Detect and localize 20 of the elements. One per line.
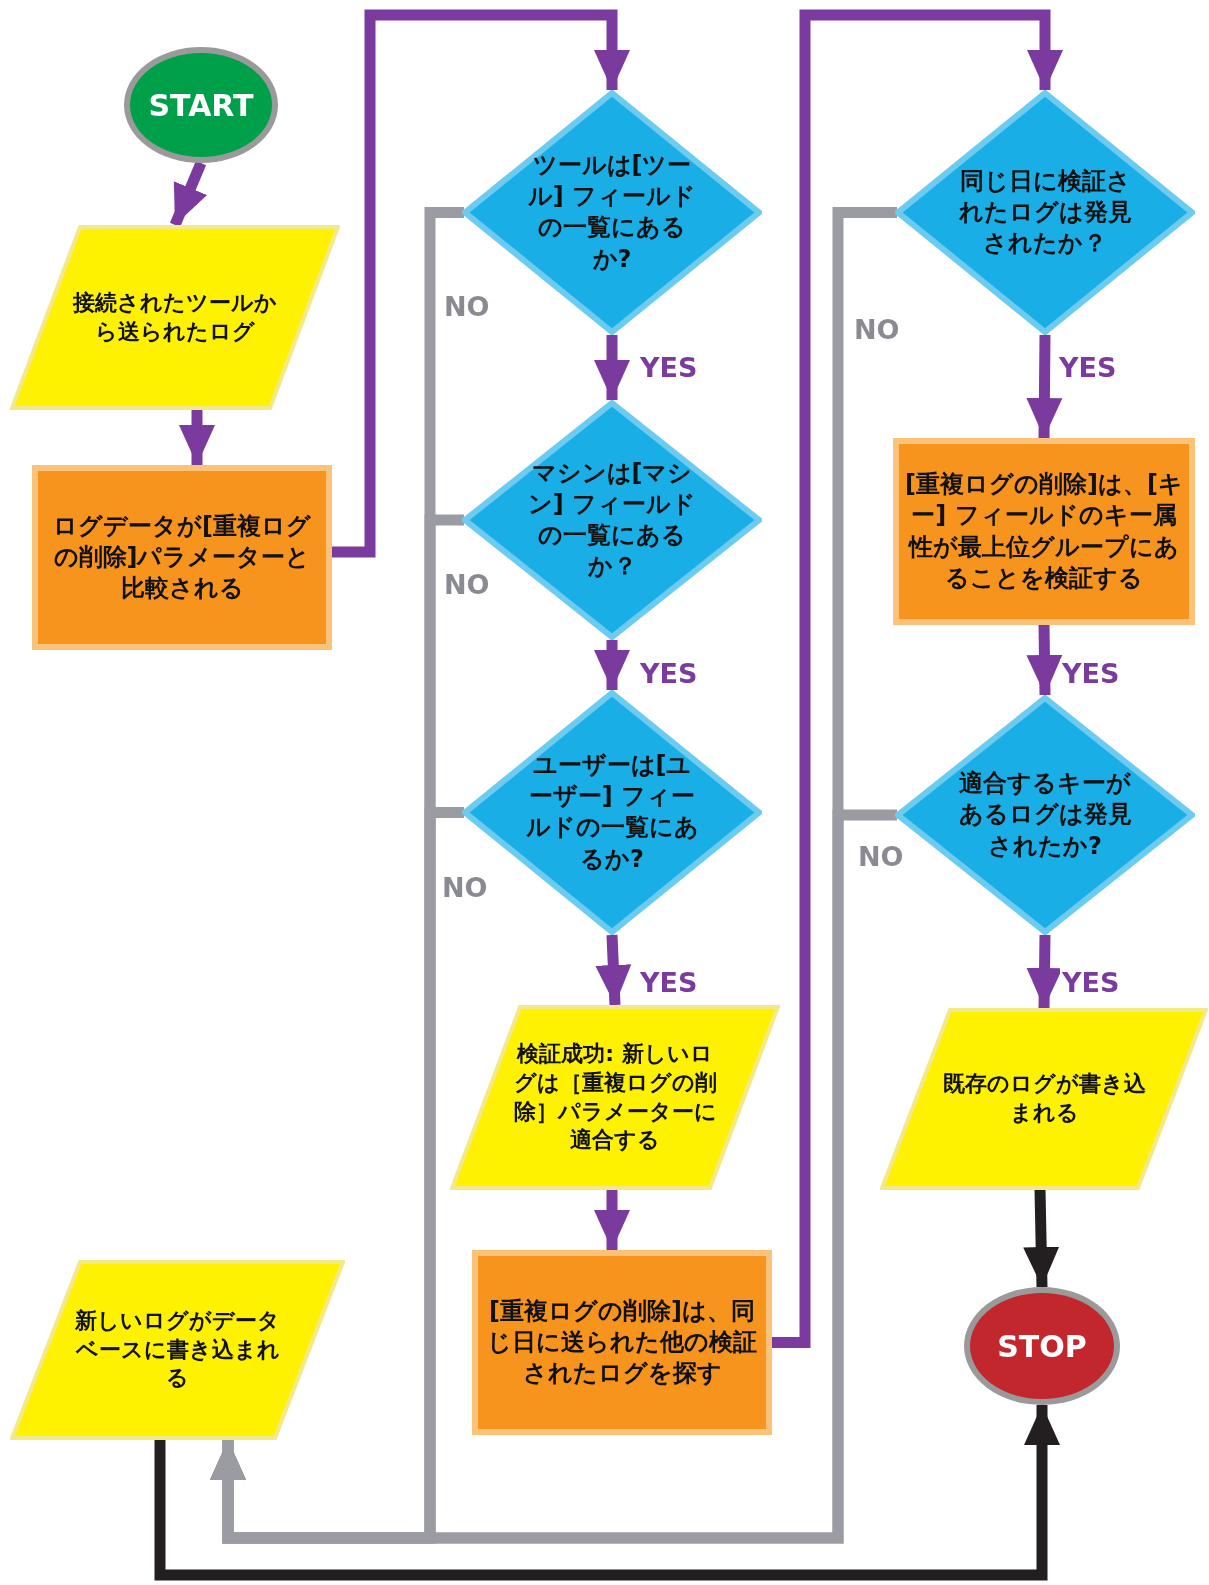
terminal-oval: STOP: [962, 1285, 1122, 1407]
arrow: [594, 640, 630, 690]
arrow: [154, 1405, 1060, 1581]
arrow: [210, 809, 897, 1544]
process-box: [重複ログの削除]は、同じ日に送られた他の検証されたログを探す: [472, 1250, 772, 1435]
data-parallelogram: 接続されたツールから送られたログ: [10, 225, 340, 410]
arrow: [1026, 624, 1063, 696]
arrow: [179, 410, 215, 465]
process-box: ログデータが[重複ログの削除]パラメーターと比較される: [32, 465, 332, 650]
terminal-oval: START: [122, 45, 280, 165]
arrow: [1026, 334, 1063, 439]
arrow: [595, 934, 632, 1006]
arrow: [169, 160, 208, 228]
arrow: [594, 1190, 630, 1250]
arrow: [594, 335, 630, 400]
data-parallelogram: 検証成功: 新しいログは［重複ログの削除］パラメーターに適合する: [450, 1005, 780, 1190]
process-box: [重複ログの削除]は、[キー] フィールドのキー属性が最上位グループにあることを検証する: [893, 438, 1195, 625]
data-parallelogram: 既存のログが書き込まれる: [880, 1008, 1208, 1190]
data-parallelogram: 新しいログがデータベースに書き込まれる: [10, 1260, 345, 1440]
arrow: [1023, 1189, 1060, 1288]
